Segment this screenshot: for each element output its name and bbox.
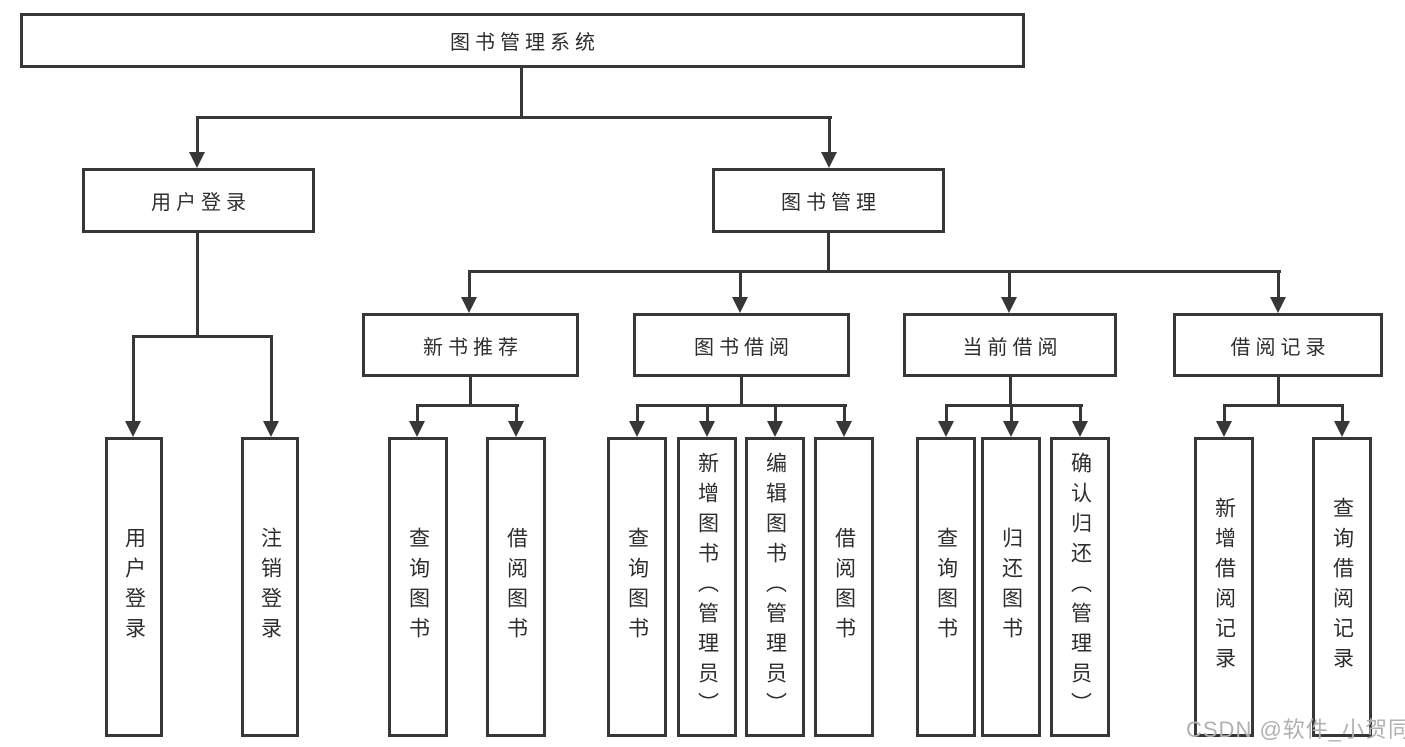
connector-root-trunk: [520, 68, 523, 119]
leaf-bb-borrow-book: 借阅图书: [814, 437, 874, 737]
connector-to-cb-confirm: [1079, 404, 1082, 421]
connector-to-book-borrow: [739, 270, 742, 297]
leaf-nb-borrow-book: 借阅图书: [486, 437, 546, 737]
connector-to-borrow-record: [1277, 270, 1280, 297]
connector-to-bb-add: [706, 404, 709, 421]
connector-br-trunk: [1277, 377, 1280, 406]
csdn-watermark: CSDN @软件_小贺同学: [1186, 717, 1405, 742]
connector-to-current-borrow: [1008, 270, 1011, 297]
leaf-cb-confirm-return-admin: 确认归还（管理员）: [1050, 437, 1110, 737]
leaf-br-add-record: 新增借阅记录: [1194, 437, 1254, 737]
connector-to-cb-return: [1010, 404, 1013, 421]
arrowhead-bb-edit: [767, 421, 783, 437]
arrowhead-new-book-recommend: [461, 297, 477, 313]
arrowhead-br-add: [1216, 421, 1232, 437]
arrowhead-current-borrow: [1001, 297, 1017, 313]
leaf-bb-query-book: 查询图书: [607, 437, 667, 737]
connector-to-cb-query: [945, 404, 948, 421]
connector-to-leaf-logout: [270, 335, 273, 421]
leaf-bb-edit-book-admin: 编辑图书（管理员）: [745, 437, 805, 737]
node-borrow-record: 借阅记录: [1173, 313, 1383, 377]
connector-user-login-trunk: [196, 233, 199, 337]
connector-to-nb-query: [416, 404, 419, 421]
connector-nb-trunk: [469, 377, 472, 406]
arrowhead-leaf-user-login: [125, 421, 141, 437]
connector-to-bb-edit: [774, 404, 777, 421]
arrowhead-book-borrow: [732, 297, 748, 313]
node-user-login: 用户登录: [82, 168, 315, 233]
connector-to-nb-borrow: [515, 404, 518, 421]
connector-to-bb-borrow: [843, 404, 846, 421]
arrowhead-bb-query: [629, 421, 645, 437]
leaf-cb-query-book: 查询图书: [916, 437, 976, 737]
arrowhead-borrow-record: [1270, 297, 1286, 313]
connector-book-management-trunk: [827, 233, 830, 272]
connector-level1-horizontal: [196, 116, 832, 119]
leaf-bb-add-book-admin: 新增图书（管理员）: [677, 437, 737, 737]
arrowhead-cb-query: [938, 421, 954, 437]
connector-br-horizontal: [1223, 404, 1344, 407]
arrowhead-book-management: [821, 152, 837, 168]
arrowhead-leaf-logout: [263, 421, 279, 437]
connector-bb-trunk: [740, 377, 743, 406]
connector-to-user-login: [196, 116, 199, 152]
node-book-borrow: 图书借阅: [633, 313, 850, 377]
leaf-nb-query-book: 查询图书: [388, 437, 448, 737]
leaf-user-login: 用户登录: [105, 437, 163, 737]
arrowhead-bb-borrow: [836, 421, 852, 437]
node-current-borrow: 当前借阅: [903, 313, 1117, 377]
connector-to-book-management: [828, 116, 831, 152]
connector-cb-trunk: [1009, 377, 1012, 406]
node-book-management: 图书管理: [712, 168, 945, 233]
connector-user-login-horizontal: [132, 335, 273, 338]
node-root: 图书管理系统: [20, 13, 1025, 68]
arrowhead-cb-return: [1003, 421, 1019, 437]
node-new-book-recommend: 新书推荐: [362, 313, 579, 377]
arrowhead-cb-confirm: [1072, 421, 1088, 437]
leaf-cb-return-book: 归还图书: [981, 437, 1041, 737]
connector-to-br-add: [1223, 404, 1226, 421]
connector-bb-horizontal: [636, 404, 847, 407]
arrowhead-nb-query: [409, 421, 425, 437]
connector-to-new-book-recommend: [468, 270, 471, 297]
connector-nb-horizontal: [416, 404, 519, 407]
connector-to-leaf-user-login: [132, 335, 135, 421]
connector-cb-horizontal: [945, 404, 1083, 407]
leaf-logout: 注销登录: [241, 437, 299, 737]
leaf-br-query-record: 查询借阅记录: [1312, 437, 1372, 737]
arrowhead-br-query: [1334, 421, 1350, 437]
arrowhead-user-login: [189, 152, 205, 168]
arrowhead-nb-borrow: [508, 421, 524, 437]
connector-level2-horizontal: [468, 270, 1281, 273]
arrowhead-bb-add: [699, 421, 715, 437]
connector-to-br-query: [1341, 404, 1344, 421]
connector-to-bb-query: [636, 404, 639, 421]
